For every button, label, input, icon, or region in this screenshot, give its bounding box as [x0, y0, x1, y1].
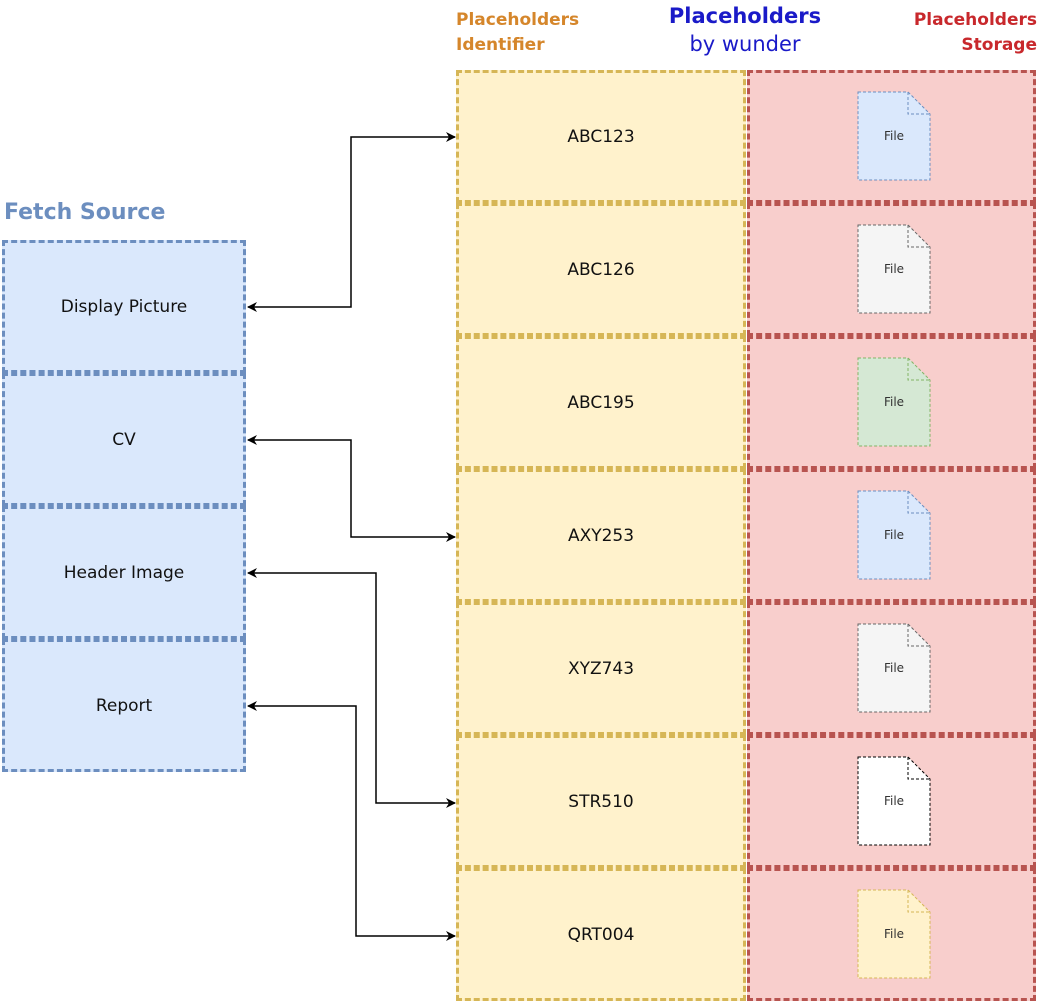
- identifier-cell-xyz743[interactable]: XYZ743: [456, 602, 746, 735]
- wunder-heading-line1: Placeholders: [668, 4, 822, 28]
- connector-display-picture-abc123[interactable]: [247, 132, 456, 312]
- file-shape: [857, 889, 931, 979]
- file-label: File: [883, 927, 905, 941]
- storage-heading: Placeholders Storage: [914, 8, 1037, 58]
- identifier-label: QRT004: [567, 924, 635, 945]
- file-label: File: [883, 528, 905, 542]
- file-shape: [857, 756, 931, 846]
- identifier-cell-axy253[interactable]: AXY253: [456, 469, 746, 602]
- identifier-heading-line1: Placeholders: [456, 10, 580, 30]
- storage-cell: File: [747, 336, 1036, 469]
- source-label: Header Image: [63, 562, 185, 583]
- identifier-label: ABC195: [567, 392, 635, 413]
- identifier-cell-str510[interactable]: STR510: [456, 735, 746, 868]
- identifier-label: STR510: [568, 791, 634, 812]
- storage-heading-line2: Storage: [961, 35, 1037, 55]
- source-cell-display-picture[interactable]: Display Picture: [2, 240, 246, 373]
- storage-heading-line1: Placeholders: [913, 10, 1037, 30]
- identifier-cell-abc195[interactable]: ABC195: [456, 336, 746, 469]
- identifier-heading: Placeholders Identifier: [456, 8, 579, 58]
- source-label: Report: [95, 695, 153, 716]
- wunder-heading-line2: by wunder: [689, 32, 801, 56]
- source-label: Display Picture: [60, 296, 188, 317]
- file-icon[interactable]: File: [857, 91, 931, 181]
- file-label: File: [883, 794, 905, 808]
- identifier-cell-qrt004[interactable]: QRT004: [456, 868, 746, 1001]
- file-shape: [857, 224, 931, 314]
- storage-cell: File: [747, 602, 1036, 735]
- fetch-source-heading: Fetch Source: [4, 200, 166, 225]
- file-label: File: [883, 262, 905, 276]
- file-icon[interactable]: File: [857, 889, 931, 979]
- file-shape: [857, 490, 931, 580]
- storage-cell: File: [747, 868, 1036, 1001]
- file-shape: [857, 623, 931, 713]
- file-shape: [857, 91, 931, 181]
- identifier-label: AXY253: [567, 525, 635, 546]
- file-icon[interactable]: File: [857, 224, 931, 314]
- file-shape: [857, 357, 931, 447]
- storage-cell: File: [747, 735, 1036, 868]
- connector-report-qrt004[interactable]: [247, 701, 456, 941]
- identifier-cell-abc126[interactable]: ABC126: [456, 203, 746, 336]
- identifier-label: ABC123: [567, 126, 635, 147]
- source-cell-cv[interactable]: CV: [2, 373, 246, 506]
- connector-header-image-str510[interactable]: [247, 568, 456, 808]
- identifier-cell-abc123[interactable]: ABC123: [456, 70, 746, 203]
- source-cell-report[interactable]: Report: [2, 639, 246, 772]
- source-label: CV: [112, 429, 136, 450]
- file-icon[interactable]: File: [857, 756, 931, 846]
- identifier-label: ABC126: [567, 259, 635, 280]
- file-label: File: [883, 395, 905, 409]
- file-icon[interactable]: File: [857, 490, 931, 580]
- connector-cv-axy253[interactable]: [247, 435, 456, 542]
- file-icon[interactable]: File: [857, 623, 931, 713]
- wunder-heading: Placeholders by wunder: [660, 3, 830, 59]
- file-label: File: [883, 661, 905, 675]
- identifier-label: XYZ743: [567, 658, 635, 679]
- source-cell-header-image[interactable]: Header Image: [2, 506, 246, 639]
- storage-cell: File: [747, 70, 1036, 203]
- file-label: File: [883, 129, 905, 143]
- identifier-heading-line2: Identifier: [456, 35, 545, 55]
- file-icon[interactable]: File: [857, 357, 931, 447]
- storage-cell: File: [747, 469, 1036, 602]
- storage-cell: File: [747, 203, 1036, 336]
